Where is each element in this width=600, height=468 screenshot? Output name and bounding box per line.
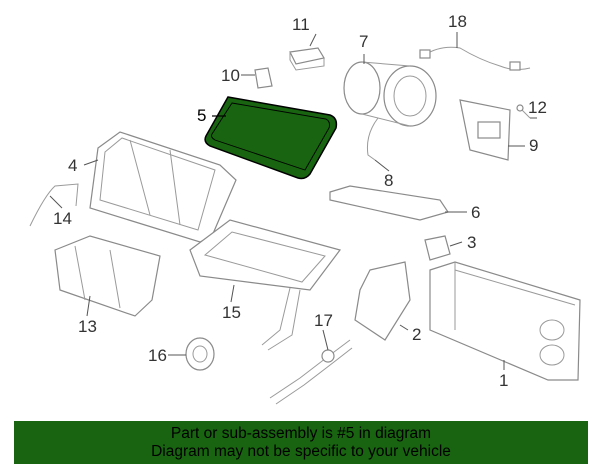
callout-16[interactable]: 16 <box>148 346 167 365</box>
callout-11[interactable]: 11 <box>292 15 310 34</box>
part-9[interactable] <box>459 99 511 161</box>
part-14[interactable] <box>29 183 79 227</box>
part-13[interactable] <box>54 235 161 317</box>
callout-10[interactable]: 10 <box>221 66 240 85</box>
notice-disclaimer: Diagram may not be specific to your vehi… <box>151 443 451 460</box>
part-12[interactable] <box>516 104 531 119</box>
part-6[interactable] <box>329 185 449 221</box>
part-15[interactable] <box>189 219 342 351</box>
callout-9[interactable]: 9 <box>529 136 539 155</box>
callout-18[interactable]: 18 <box>448 12 467 31</box>
callout-7[interactable]: 7 <box>359 32 369 51</box>
part-4[interactable] <box>89 131 237 243</box>
part-16[interactable] <box>185 337 215 371</box>
callout-6[interactable]: 6 <box>471 203 481 222</box>
callout-15[interactable]: 15 <box>222 303 241 322</box>
callout-13[interactable]: 13 <box>78 317 97 336</box>
callout-14[interactable]: 14 <box>53 209 72 228</box>
part-1[interactable] <box>429 261 581 381</box>
part-10[interactable] <box>254 67 273 89</box>
callout-3[interactable]: 3 <box>467 233 477 252</box>
callout-12[interactable]: 12 <box>528 98 547 117</box>
part-17[interactable] <box>269 339 353 405</box>
part-5-highlighted[interactable] <box>204 96 338 180</box>
callout-17[interactable]: 17 <box>314 311 333 330</box>
part-3[interactable] <box>424 235 451 261</box>
callout-8[interactable]: 8 <box>384 171 394 190</box>
leader-lines <box>49 32 537 370</box>
part-2[interactable] <box>354 261 411 341</box>
callout-4[interactable]: 4 <box>68 156 78 175</box>
callout-2[interactable]: 2 <box>412 325 422 344</box>
diagram-notice-banner: Part or sub-assembly is #5 in diagram Di… <box>14 421 588 464</box>
part-8[interactable] <box>367 117 379 161</box>
part-11[interactable] <box>289 47 325 71</box>
part-18[interactable] <box>419 46 531 71</box>
part-7[interactable] <box>343 61 437 127</box>
parts-diagram <box>29 32 581 405</box>
callout-5[interactable]: 5 <box>197 106 207 125</box>
callout-1[interactable]: 1 <box>499 371 509 390</box>
notice-part-number: Part or sub-assembly is #5 in diagram <box>170 425 432 442</box>
